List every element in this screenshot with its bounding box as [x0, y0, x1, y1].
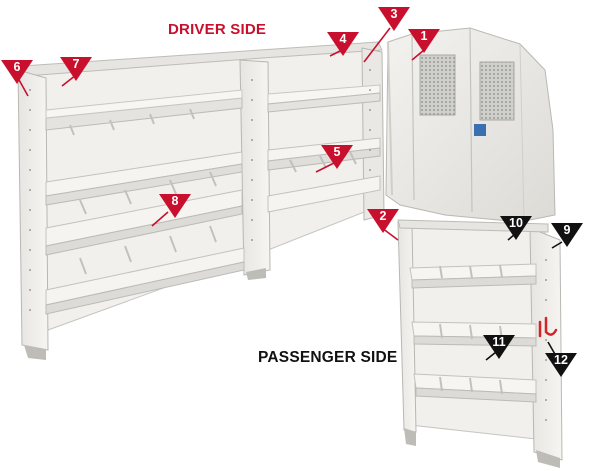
callout-12: 12 — [544, 352, 578, 378]
callout-4-number: 4 — [339, 32, 347, 46]
callout-9-shape — [551, 223, 583, 247]
callout-2-number: 2 — [379, 209, 387, 223]
driver-left-end-panel — [17, 69, 49, 351]
callout-1-number: 1 — [420, 29, 428, 43]
callout-2-shape — [367, 209, 399, 233]
callout-5-number: 5 — [333, 145, 341, 159]
callout-leaders — [17, 27, 563, 361]
partition-mesh-right — [479, 61, 515, 121]
callout-3: 3 — [377, 6, 411, 32]
passenger-end-panel — [529, 227, 563, 461]
callout-6: 6 — [0, 59, 34, 85]
callout-10: 10 — [499, 215, 533, 241]
passenger-side-shelving — [397, 219, 563, 468]
callout-12-number: 12 — [554, 353, 568, 367]
partition-wall — [385, 27, 556, 223]
callout-3-number: 3 — [390, 7, 398, 21]
callout-7-shape — [60, 57, 92, 81]
callout-6-shape — [1, 60, 33, 84]
passenger-side-label: PASSENGER SIDE — [258, 349, 398, 366]
callout-12-shape — [545, 353, 577, 377]
callout-5: 5 — [320, 144, 354, 170]
callout-4-shape — [327, 32, 359, 56]
callout-1-shape — [408, 29, 440, 53]
callout-1: 1 — [407, 28, 441, 54]
callout-8-shape — [159, 194, 191, 218]
callout-7: 7 — [59, 56, 93, 82]
callout-11: 11 — [482, 334, 516, 360]
driver-side-shelving — [17, 41, 385, 360]
callout-9: 9 — [550, 222, 584, 248]
callout-2: 2 — [366, 208, 400, 234]
callout-3-shape — [378, 7, 410, 31]
callout-6-number: 6 — [13, 60, 21, 74]
red-hook — [538, 316, 558, 338]
callout-10-shape — [500, 216, 532, 240]
driver-side-label: DRIVER SIDE — [168, 21, 267, 38]
callout-9-number: 9 — [563, 223, 571, 237]
driver-mid-divider — [239, 59, 271, 276]
callout-11-number: 11 — [492, 335, 506, 349]
partition-label — [474, 124, 486, 136]
callout-8-number: 8 — [171, 194, 179, 208]
callout-4: 4 — [326, 31, 360, 57]
callout-8: 8 — [158, 193, 192, 219]
callout-7-number: 7 — [72, 57, 80, 71]
partition-mesh-left — [419, 54, 456, 116]
callout-11-shape — [483, 335, 515, 359]
callout-10-number: 10 — [509, 216, 523, 230]
callout-5-shape — [321, 145, 353, 169]
